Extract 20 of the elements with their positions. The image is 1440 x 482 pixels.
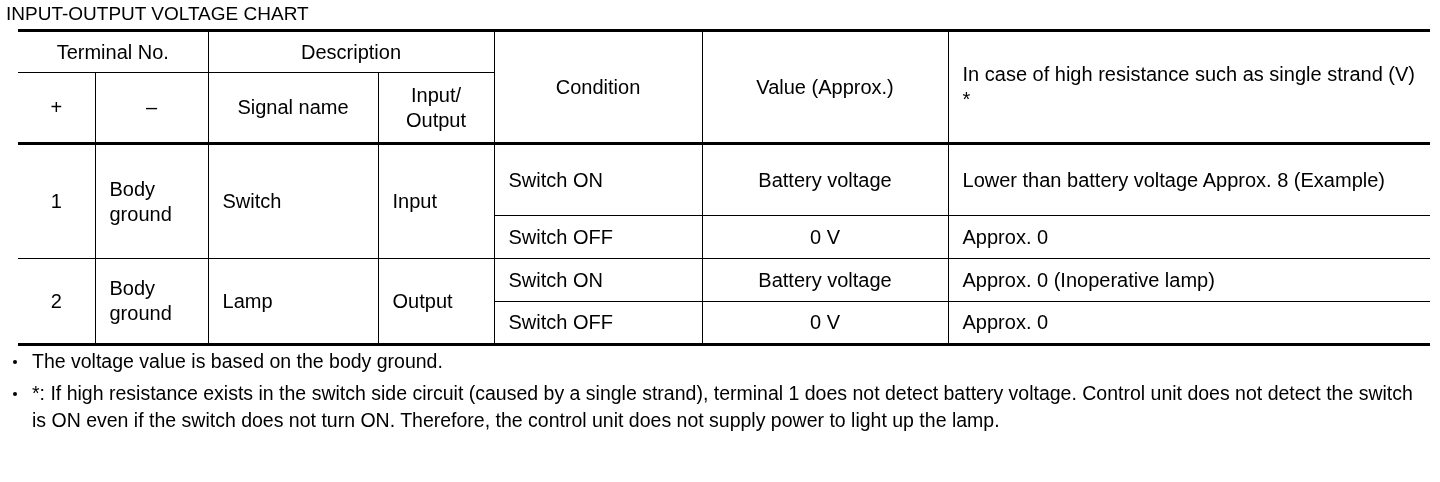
table-entry: 0 V bbox=[702, 215, 949, 259]
table-entry: Battery voltage bbox=[702, 143, 949, 216]
column-header: + bbox=[18, 72, 95, 144]
column-header: Value (Approx.) bbox=[702, 30, 949, 144]
table-entry: Switch OFF bbox=[494, 215, 703, 259]
column-header: Condition bbox=[494, 30, 703, 144]
table-entry: Input bbox=[378, 143, 495, 259]
column-header: – bbox=[95, 72, 208, 144]
column-header: Signal name bbox=[208, 72, 378, 144]
table-entry: Battery voltage bbox=[702, 258, 949, 302]
chart-title: INPUT-OUTPUT VOLTAGE CHART bbox=[6, 3, 309, 25]
note-text: The voltage value is based on the body ground. bbox=[32, 350, 443, 372]
note-text: *: If high resistance exists in the switch side circuit (caused by a single strand), terminal 1 does not detect battery voltage. Control unit does not detect the switch is ON even if the switch does not turn ON. Therefore, the control unit does not supply power to light up the lamp. bbox=[32, 382, 1413, 431]
table-entry: Switch bbox=[208, 143, 378, 259]
column-header: Terminal No. bbox=[18, 30, 208, 73]
table-entry: 1 bbox=[18, 143, 95, 259]
column-header: Description bbox=[208, 30, 495, 73]
table-entry: Switch ON bbox=[494, 258, 703, 302]
table-entry: Body ground bbox=[95, 143, 208, 259]
table-entry: Switch ON bbox=[494, 143, 703, 216]
